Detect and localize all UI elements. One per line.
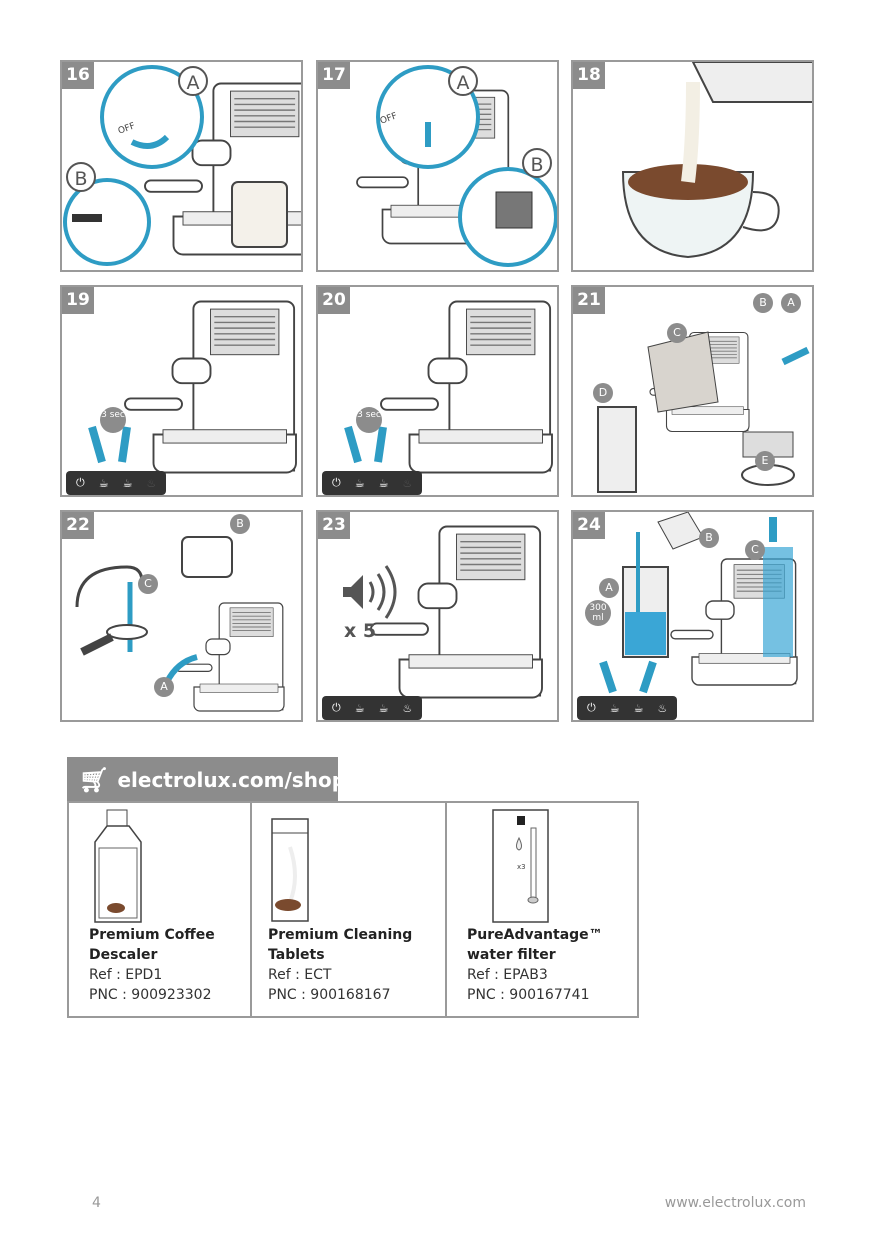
- power-icon: ⏻: [332, 701, 341, 714]
- power-icon: ⏻: [587, 701, 596, 714]
- step-16-panel: 16 A B OFF: [60, 60, 303, 272]
- accessories-box: Premium Coffee Descaler Ref : EPD1 PNC :…: [67, 801, 639, 1018]
- double-cup-icon: ☕: [378, 701, 389, 715]
- page-number: 4: [92, 1195, 101, 1211]
- step-20-panel: 20 3 sec ⏻ ☕ ☕ ♨: [316, 285, 559, 497]
- single-cup-icon: ☕: [354, 701, 365, 715]
- single-cup-icon: ☕: [98, 476, 109, 490]
- product-pnc: PNC : 900167741: [467, 987, 590, 1003]
- water-filter-box-image: [492, 809, 549, 923]
- label-d: D: [593, 383, 613, 403]
- step-21-panel: 21 A B C D E: [571, 285, 814, 497]
- steam-icon: ♨: [146, 476, 157, 490]
- step-19-illustration: [88, 300, 297, 474]
- step-20-illustration: [344, 300, 553, 474]
- product-name: Premium Coffee Descaler: [89, 927, 215, 963]
- label-c: C: [138, 574, 158, 594]
- single-cup-icon: ☕: [354, 476, 365, 490]
- steam-icon: ♨: [657, 701, 668, 715]
- product-cleaning-tablets: Premium Cleaning Tablets Ref : ECT PNC :…: [252, 803, 447, 1016]
- control-panel: ⏻ ☕ ☕ ♨: [66, 471, 167, 495]
- product-ref: Ref : EPAB3: [467, 967, 548, 983]
- control-panel: ⏻ ☕ ☕ ♨: [322, 696, 423, 720]
- step-number: 17: [318, 62, 350, 89]
- product-ref: Ref : EPD1: [89, 967, 163, 983]
- control-panel: ⏻ ☕ ☕ ♨: [577, 696, 678, 720]
- label-b: B: [230, 514, 250, 534]
- shop-link[interactable]: electrolux.com/shop: [117, 767, 347, 792]
- power-icon: ⏻: [76, 476, 85, 489]
- label-b: B: [66, 162, 96, 192]
- timer-badge: 3 sec: [100, 407, 126, 433]
- label-b: B: [522, 148, 552, 178]
- step-24-panel: 24 A B C 300 ml ⏻ ☕ ☕ ♨: [571, 510, 814, 722]
- step-19-panel: 19 3 sec ⏻ ☕ ☕ ♨: [60, 285, 303, 497]
- product-descaler: Premium Coffee Descaler Ref : EPD1 PNC :…: [69, 803, 252, 1016]
- label-a: A: [781, 293, 801, 313]
- step-21-illustration: [597, 331, 810, 493]
- steam-icon: ♨: [402, 701, 413, 715]
- step-18-illustration: [621, 62, 812, 259]
- step-number: 22: [62, 512, 94, 539]
- step-23-panel: 23 x 5 ⏻ ☕ ☕ ♨: [316, 510, 559, 722]
- pack-count: x3: [517, 863, 526, 871]
- cleaning-tablets-box-image: [271, 818, 309, 922]
- shopping-cart-icon: 🛒︎: [79, 765, 110, 794]
- step-number: 23: [318, 512, 350, 539]
- repeat-count: x 5: [344, 620, 377, 642]
- step-number: 16: [62, 62, 94, 89]
- control-panel: ⏻ ☕ ☕ ♨: [322, 471, 423, 495]
- step-24-illustration: [599, 512, 798, 694]
- product-pnc: PNC : 900168167: [268, 987, 391, 1003]
- speaker-icon: [343, 565, 397, 619]
- step-23-illustration: [343, 525, 543, 699]
- product-pnc: PNC : 900923302: [89, 987, 212, 1003]
- single-cup-icon: ☕: [609, 701, 620, 715]
- double-cup-icon: ☕: [633, 701, 644, 715]
- step-17-panel: 17 A B OFF: [316, 60, 559, 272]
- descaler-bottle-image: [94, 809, 142, 923]
- step-16-illustration: [63, 65, 301, 266]
- label-b: B: [753, 293, 773, 313]
- label-e: E: [755, 451, 775, 471]
- step-number: 18: [573, 62, 605, 89]
- volume-badge: 300 ml: [585, 600, 611, 626]
- label-b: B: [699, 528, 719, 548]
- label-a: A: [178, 66, 208, 96]
- label-a: A: [154, 677, 174, 697]
- step-number: 24: [573, 512, 605, 539]
- step-17-illustration: [356, 65, 557, 267]
- step-22-panel: 22 A B C: [60, 510, 303, 722]
- timer-badge: 3 sec: [356, 407, 382, 433]
- step-22-illustration: [75, 536, 285, 712]
- power-icon: ⏻: [332, 476, 341, 489]
- steam-icon: ♨: [402, 476, 413, 490]
- shop-header[interactable]: 🛒︎ electrolux.com/shop: [67, 757, 346, 802]
- step-number: 21: [573, 287, 605, 314]
- double-cup-icon: ☕: [122, 476, 133, 490]
- step-number: 20: [318, 287, 350, 314]
- product-name: PureAdvantage™ water filter: [467, 927, 603, 963]
- label-c: C: [667, 323, 687, 343]
- step-number: 19: [62, 287, 94, 314]
- label-a: A: [448, 66, 478, 96]
- double-cup-icon: ☕: [378, 476, 389, 490]
- label-c: C: [745, 540, 765, 560]
- product-water-filter: x3 PureAdvantage™ water filter Ref : EPA…: [447, 803, 637, 1016]
- step-18-panel: 18: [571, 60, 814, 272]
- product-name: Premium Cleaning Tablets: [268, 927, 413, 963]
- product-ref: Ref : ECT: [268, 967, 332, 983]
- label-a: A: [599, 578, 619, 598]
- website-link[interactable]: www.electrolux.com: [664, 1195, 806, 1211]
